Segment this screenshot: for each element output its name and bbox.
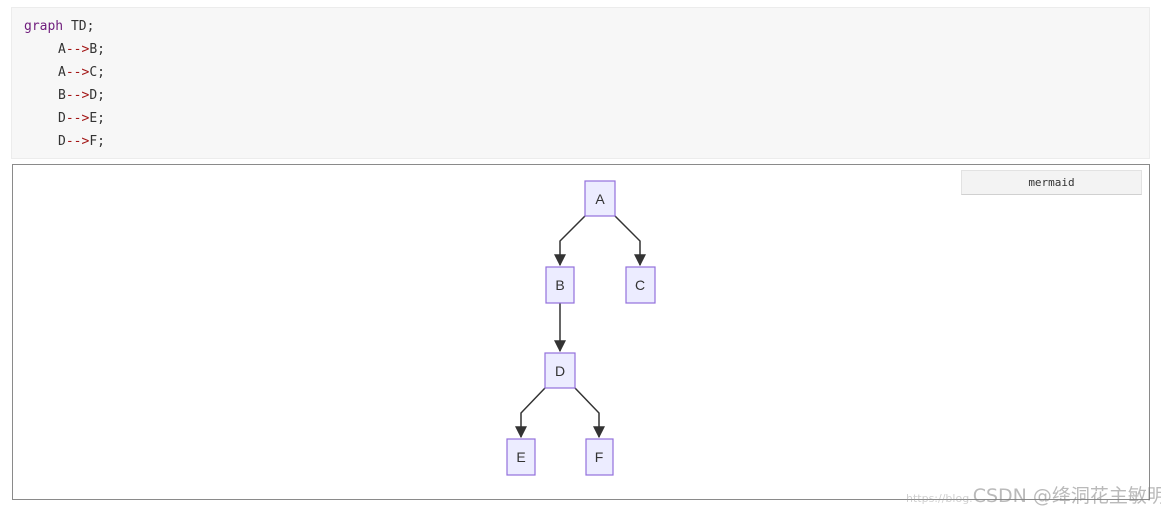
edge-d-f [574, 387, 605, 439]
edge-to: C; [89, 65, 105, 80]
edge-from: D [58, 134, 66, 149]
code-line-edge: D-->F; [58, 134, 105, 150]
node-f: F [585, 438, 614, 476]
edge-to: D; [89, 88, 105, 103]
edge-to: B; [89, 42, 105, 57]
edge-from: D [58, 111, 66, 126]
node-e: E [506, 438, 536, 476]
code-line-edge: A-->B; [58, 42, 105, 58]
watermark-url-prefix: https://blog. [906, 492, 973, 505]
edge-arrow: --> [65, 111, 90, 126]
edge-arrow: --> [65, 88, 90, 103]
csdn-watermark: https://blog.CSDN @绛洞花主敏明 [906, 481, 1161, 508]
code-block[interactable]: graph TD; A-->B; A-->C; B-->D; D-->E; D-… [11, 7, 1150, 159]
edge-arrow: --> [65, 134, 90, 149]
node-a-label: A [595, 191, 605, 207]
graph-direction: TD; [63, 19, 95, 34]
node-e-label: E [516, 449, 525, 465]
node-b-label: B [555, 277, 564, 293]
edge-arrow: --> [65, 65, 90, 80]
edge-d-e [515, 387, 546, 439]
edge-from: A [58, 65, 66, 80]
code-line-edge: D-->E; [58, 111, 105, 127]
node-f-label: F [595, 449, 604, 465]
edge-arrow: --> [65, 42, 90, 57]
edge-from: A [58, 42, 66, 57]
node-d: D [544, 352, 576, 389]
code-line-edge: B-->D; [58, 88, 105, 104]
node-b: B [545, 266, 575, 304]
edge-to: F; [89, 134, 105, 149]
watermark-text: CSDN @绛洞花主敏明 [972, 485, 1161, 507]
node-c: C [625, 266, 656, 304]
edge-from: B [58, 88, 66, 103]
graph-keyword: graph [24, 19, 64, 34]
node-d-label: D [555, 363, 565, 379]
edge-a-b [554, 215, 586, 267]
code-line-graph-header: graph TD; [24, 19, 94, 35]
node-a: A [584, 180, 616, 217]
node-c-label: C [635, 277, 645, 293]
code-line-edge: A-->C; [58, 65, 105, 81]
mermaid-language-button[interactable]: mermaid [961, 170, 1142, 195]
edge-a-c [614, 215, 646, 267]
edge-to: E; [89, 111, 105, 126]
